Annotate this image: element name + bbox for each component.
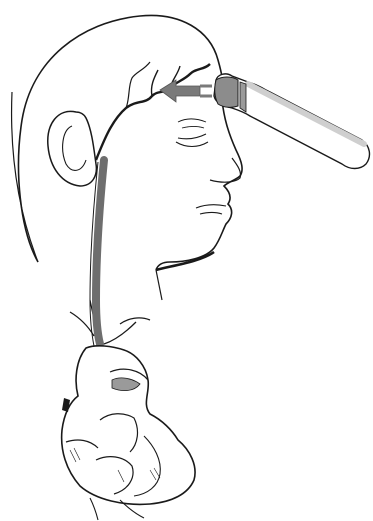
scalp-vessel [96, 64, 210, 160]
arrow-icon [160, 80, 212, 102]
forehead-lines [178, 119, 206, 128]
neck-line [156, 270, 162, 300]
vessel-path [96, 160, 104, 344]
ear [48, 111, 97, 186]
head-rear-contour [12, 92, 38, 262]
heart [62, 346, 195, 520]
ear-inner [63, 126, 86, 170]
clavicle-branches [70, 312, 150, 344]
mouth [196, 205, 226, 214]
face-profile [156, 100, 242, 270]
closed-eye [176, 134, 208, 147]
